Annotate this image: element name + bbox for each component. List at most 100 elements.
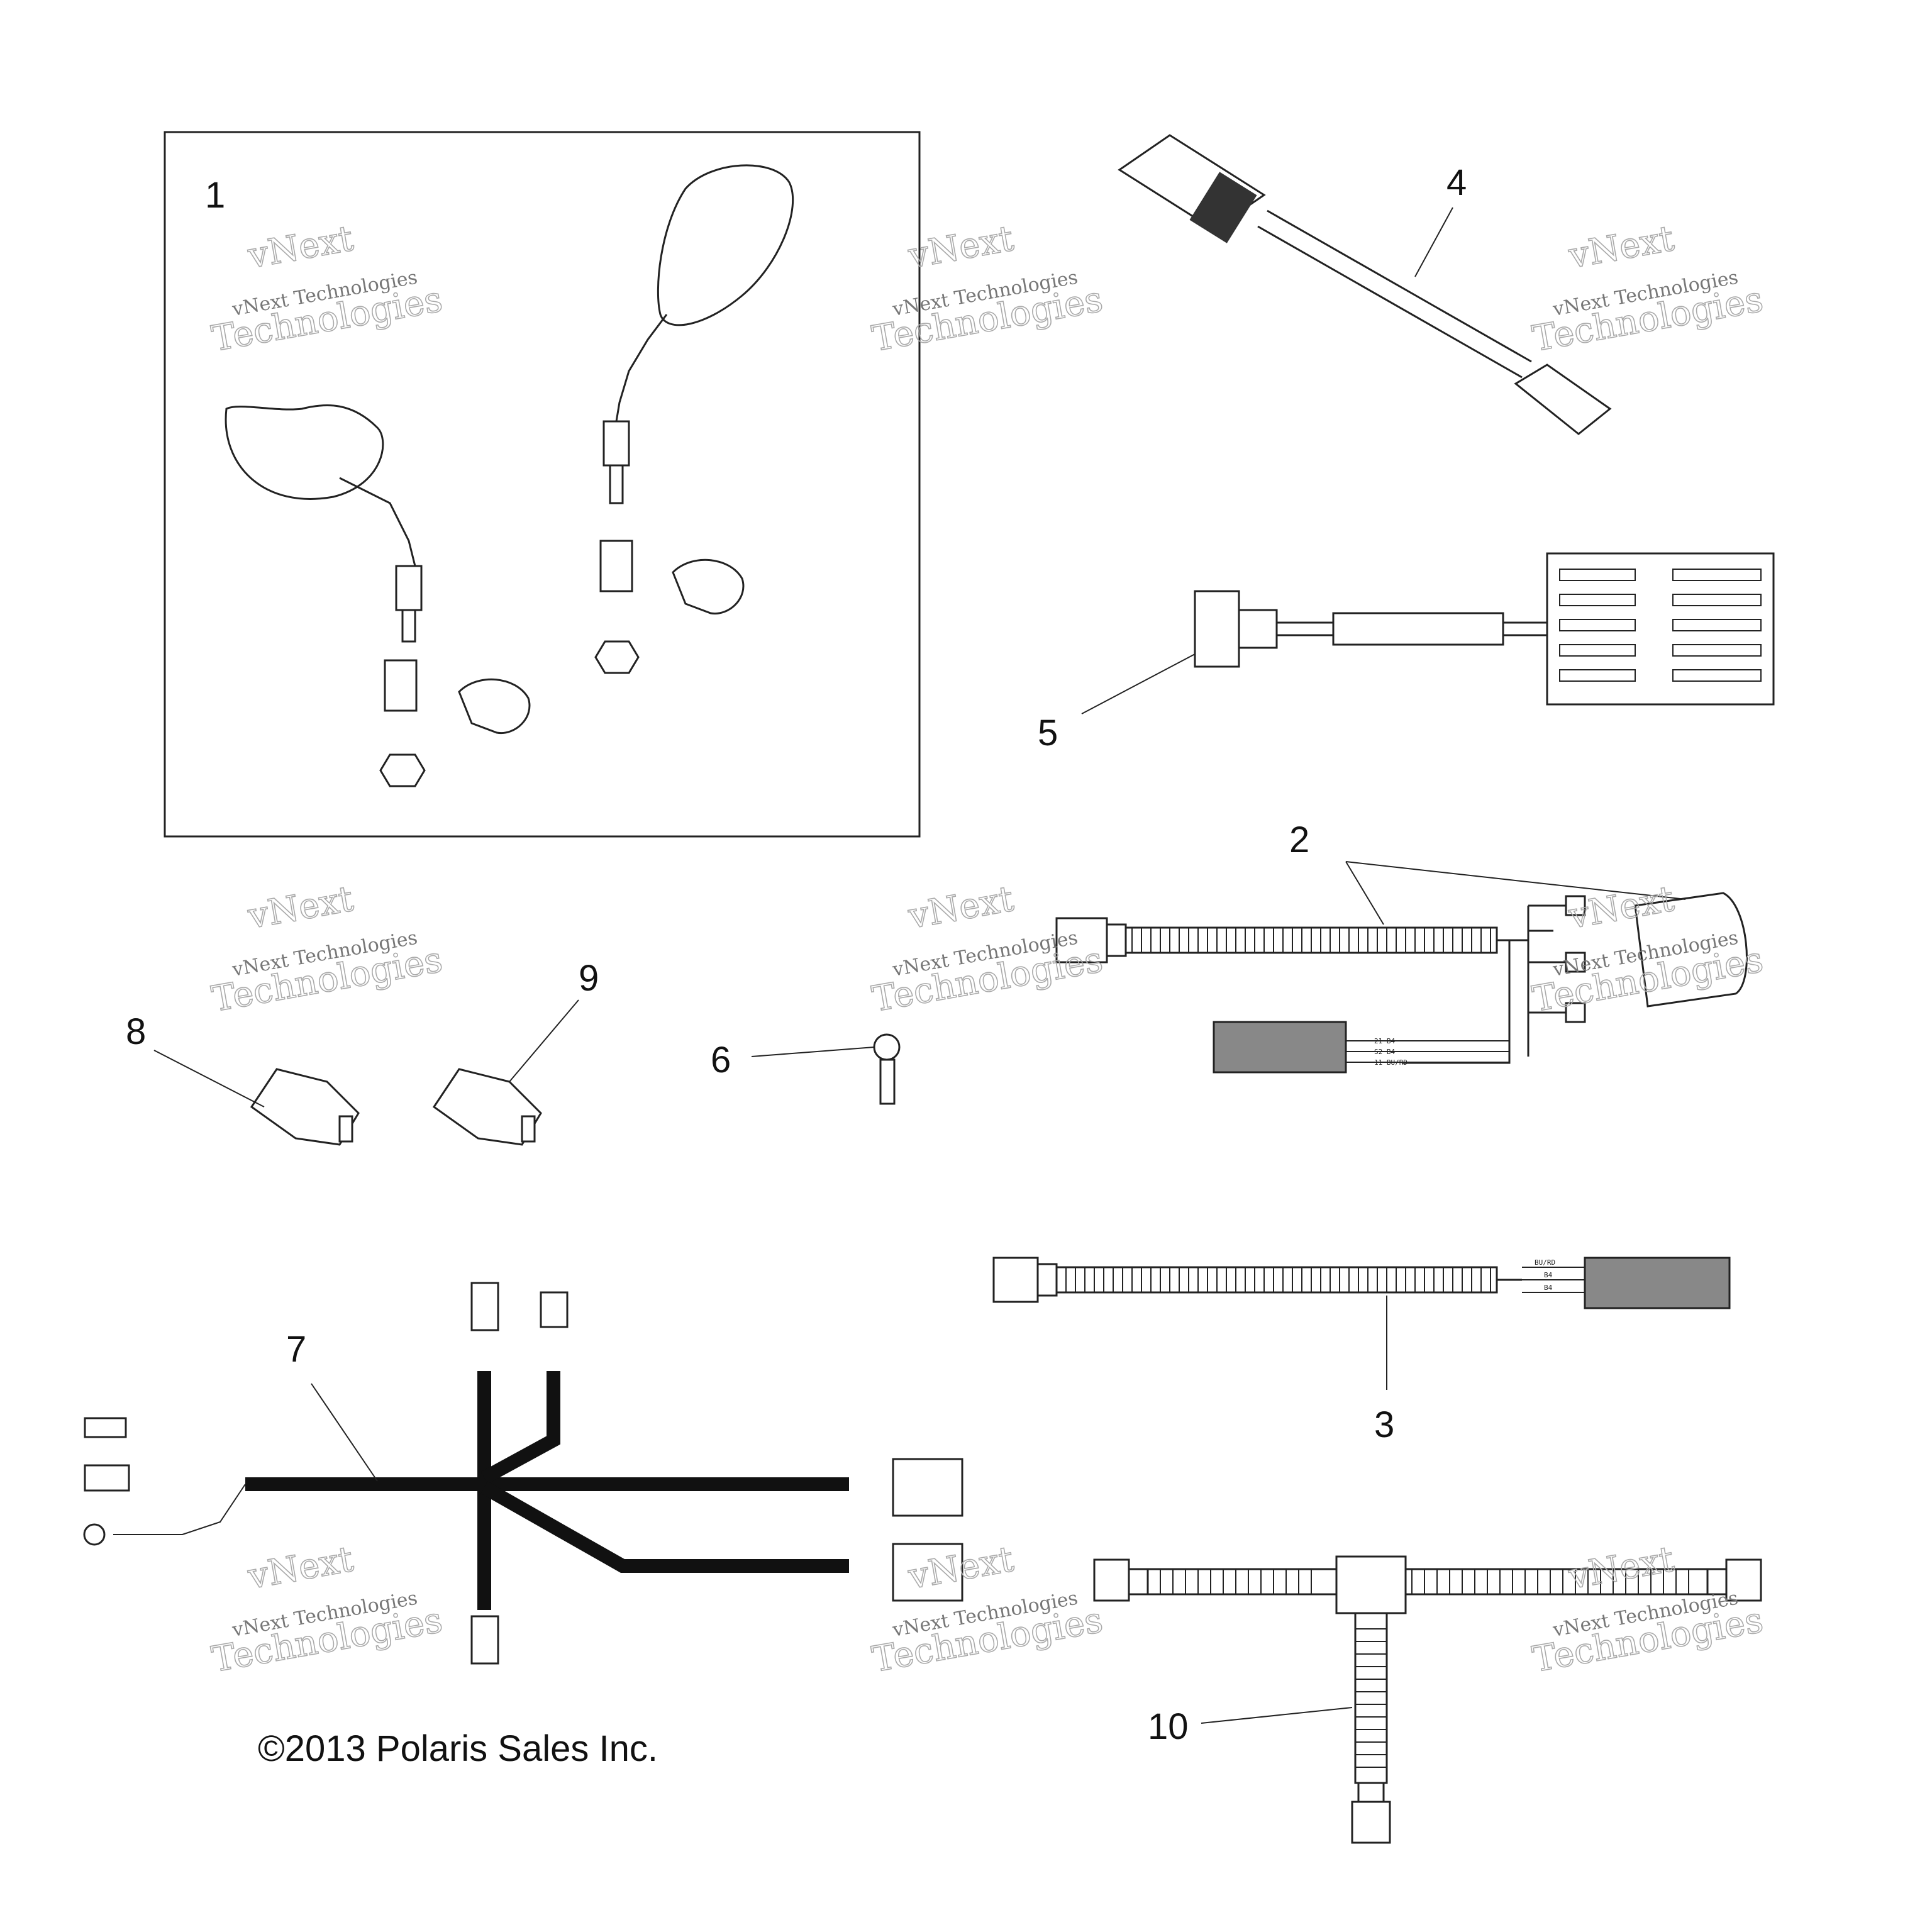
callout-2: 2: [1289, 819, 1309, 860]
part-3-heater-strip: [1584, 1257, 1731, 1309]
right-mirror-boot: [602, 420, 630, 467]
part-7-top-plug: [470, 1282, 499, 1331]
part-7-ground-wire: [113, 1484, 246, 1535]
callout-5: 5: [1038, 713, 1058, 753]
part-3-heater-harness: BU/RD B4 B4 3: [992, 1257, 1731, 1445]
part-10-right-boot: [1706, 1568, 1728, 1596]
watermark: vNext vNext Technologies Technologies: [208, 1538, 446, 1681]
callout-9: 9: [579, 958, 599, 999]
part-10-left-boot: [1128, 1568, 1149, 1596]
callout-4: 4: [1446, 162, 1467, 203]
part-10-drop-ribs: [1355, 1628, 1387, 1768]
part-1-mirror-kit: 1: [164, 131, 921, 838]
part-7-right-branch: [480, 1371, 560, 1484]
left-nut: [379, 753, 426, 787]
part-7-main-harness: 7: [83, 1282, 963, 1665]
part-3-wire-label-1: BU/RD: [1535, 1258, 1555, 1267]
watermark-logo-word-1: vNext: [245, 1539, 357, 1597]
left-mirror-stem: [401, 609, 416, 643]
callout-1: 1: [205, 175, 225, 216]
part-2-plug-boot: [1106, 923, 1127, 957]
kit-border: [164, 131, 921, 838]
part-3-plug-boot: [1036, 1263, 1058, 1297]
part-10-conduit: [1146, 1568, 1709, 1596]
part-8-tab: [338, 1115, 353, 1143]
callout-6: 6: [711, 1040, 731, 1080]
part-3-plug: [992, 1257, 1039, 1303]
part-5-boot: [1238, 609, 1278, 649]
leader-4: [1414, 207, 1453, 277]
left-clamp: [458, 678, 531, 735]
part-3-wire-label-3: B4: [1544, 1284, 1553, 1292]
part-5-connector: [1194, 590, 1240, 668]
part-2-switch-harness: 21 B4 S2 B4 11 BU/RD 2: [1055, 819, 1748, 1074]
part-7-relay-lower: [892, 1543, 963, 1602]
watermark: vNext vNext Technologies Technologies: [869, 878, 1106, 1021]
watermark: vNext vNext Technologies Technologies: [869, 218, 1106, 360]
part-10-drop-plug: [1351, 1801, 1391, 1844]
watermark-logo-word-1: vNext: [905, 218, 1017, 277]
leader-2a: [1345, 861, 1384, 925]
copyright-notice: ©2013 Polaris Sales Inc.: [258, 1728, 658, 1769]
part-7-fuse-holder: [84, 1464, 130, 1492]
leader-2b: [1345, 861, 1686, 900]
watermark-logo-word-1: vNext: [1565, 218, 1677, 277]
part-6-key-blade: [879, 1058, 896, 1105]
right-mirror-stem: [609, 464, 624, 504]
part-8-switch-body: [250, 1068, 360, 1146]
right-nut: [594, 640, 640, 674]
callout-8: 8: [126, 1011, 146, 1052]
part-2-terminal-c: [1565, 1002, 1586, 1023]
part-10-drop-boot: [1357, 1782, 1385, 1803]
watermark-logo-word-1: vNext: [245, 218, 357, 277]
part-7-lower-branch: [480, 1481, 849, 1573]
part-6-key: 6: [711, 1033, 901, 1105]
part-10-junction: [1335, 1555, 1407, 1614]
part-4-plug-grip: [1189, 172, 1257, 243]
leader-7: [311, 1383, 378, 1482]
part-7-ring-terminal: [83, 1523, 106, 1546]
leader-6: [751, 1046, 875, 1057]
left-spacer: [384, 659, 418, 712]
part-4-cable-b: [1267, 209, 1532, 363]
part-9-tab: [521, 1115, 536, 1143]
part-5-heater-pad: [1546, 552, 1775, 706]
watermark: vNext vNext Technologies Technologies: [1529, 1538, 1767, 1681]
part-2-wire-label-1: 21 B4: [1374, 1037, 1395, 1045]
part-2-wires: [1497, 904, 1566, 1057]
part-7-spare-terminal: [84, 1417, 127, 1438]
watermark-layer: vNext vNext Technologies Technologies vN…: [208, 218, 1767, 1681]
part-9-switch-body: [432, 1068, 542, 1146]
part-2-drop-wire: [1402, 940, 1511, 1064]
part-5-heater-element: 5: [1038, 552, 1775, 753]
part-9-switch: 9: [432, 958, 599, 1146]
leader-9: [509, 999, 579, 1082]
part-2-rocker-switch: [1634, 892, 1748, 1008]
right-clamp: [672, 558, 745, 615]
leader-5: [1081, 653, 1196, 714]
right-mirror-head: [657, 164, 794, 326]
part-10-right-plug: [1725, 1558, 1762, 1602]
watermark-logo-word-1: vNext: [245, 879, 357, 937]
watermark-logo-word-1: vNext: [905, 879, 1017, 937]
watermark: vNext vNext Technologies Technologies: [208, 218, 446, 360]
callout-7: 7: [286, 1329, 306, 1370]
part-4-cable-a: [1257, 225, 1523, 379]
part-3-conduit: [1055, 1266, 1498, 1294]
part-8-switch: 8: [126, 1011, 360, 1146]
part-2-conduit-ribs: [1131, 928, 1491, 953]
left-mirror-boot: [395, 565, 423, 611]
part-7-bottom-plug: [470, 1615, 499, 1665]
left-mirror-head: [225, 404, 384, 500]
part-2-terminal-a: [1565, 895, 1586, 916]
part-3-wire-label-2: B4: [1544, 1271, 1553, 1279]
watermark: vNext vNext Technologies Technologies: [1529, 218, 1767, 360]
part-2-wire-label-3: 11 BU/RD: [1374, 1058, 1407, 1067]
watermark: vNext vNext Technologies Technologies: [208, 878, 446, 1021]
right-mirror-arm: [615, 314, 668, 422]
part-10-left-plug: [1093, 1558, 1130, 1602]
callout-3: 3: [1374, 1404, 1394, 1445]
part-7-relay-upper: [892, 1458, 963, 1517]
part-3-conduit-ribs: [1065, 1267, 1491, 1292]
